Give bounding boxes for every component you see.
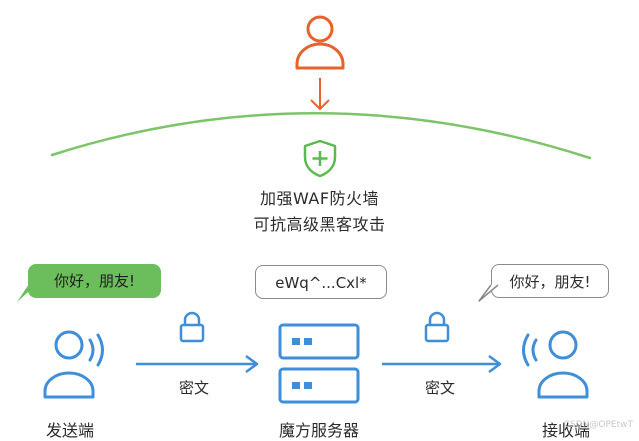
sender-label: 发送端: [45, 421, 94, 440]
shield-plus-icon: [303, 139, 337, 178]
left-encrypted-arrow: [136, 354, 259, 374]
right-arrow-label: 密文: [424, 379, 455, 397]
receiver-person-icon: [537, 330, 589, 399]
sender-person-icon: [43, 330, 95, 399]
receiver-label: 接收端: [541, 421, 590, 440]
sender-message-text: 你好，朋友!: [53, 272, 135, 290]
receiver-message-text: 你好，朋友!: [509, 273, 591, 291]
sender-bubble-tail: [17, 284, 37, 302]
receiver-message-bubble: 你好，朋友!: [491, 264, 609, 298]
waf-subtitle: 可抗高级黑客攻击: [253, 215, 386, 234]
attack-down-arrow-icon: [310, 78, 330, 111]
sender-message-bubble: 你好，朋友!: [28, 264, 161, 298]
waf-title: 加强WAF防火墙: [259, 189, 380, 208]
cipher-text-bubble: eWq^...Cxl*: [255, 265, 387, 299]
server-icon: [278, 323, 360, 404]
sender-signal-icon: [88, 333, 104, 367]
left-arrow-label: 密文: [178, 379, 209, 397]
right-lock-icon: [424, 311, 450, 343]
firewall-arc: [50, 112, 592, 160]
left-lock-icon: [179, 311, 205, 343]
attacker-person-icon: [295, 15, 345, 70]
server-label: 魔方服务器: [278, 421, 359, 440]
receiver-bubble-tail: [478, 284, 499, 302]
watermark-text: CSDN@OPEtwT: [563, 420, 633, 430]
cipher-text: eWq^...Cxl*: [275, 274, 367, 292]
right-encrypted-arrow: [382, 354, 502, 374]
receiver-signal-icon: [522, 333, 538, 367]
